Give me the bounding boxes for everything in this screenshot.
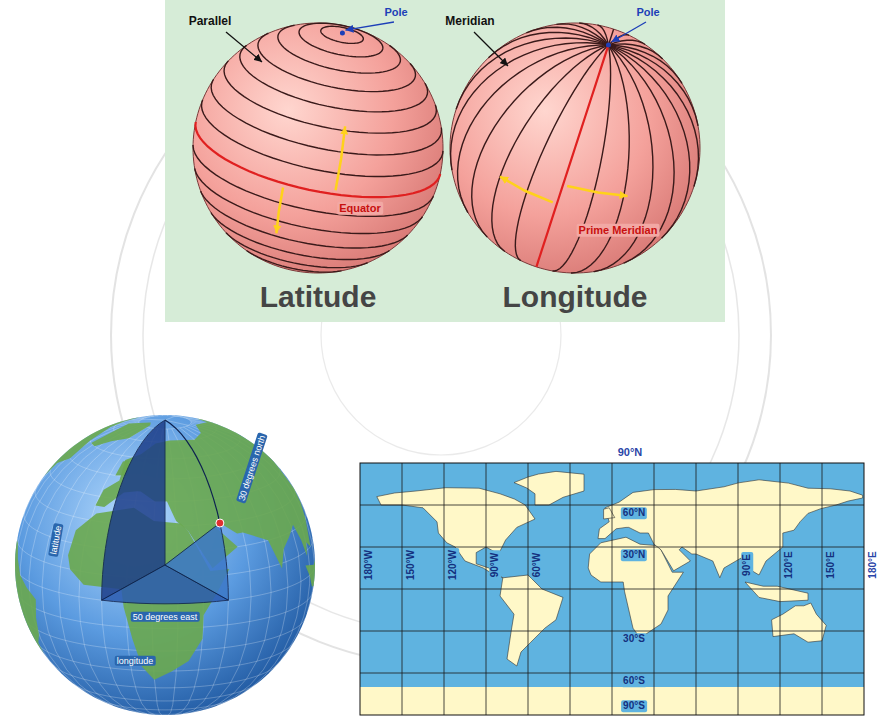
- meridian-line: [165, 420, 220, 523]
- meridian-line: [458, 45, 609, 213]
- longitude-tick: 180°W: [363, 548, 375, 582]
- longitude-tick: 90°W: [489, 551, 501, 580]
- longitude-tick: 60°W: [531, 551, 543, 580]
- earth-globe: [15, 415, 315, 715]
- meridian-line: [608, 45, 698, 126]
- leader-line: [226, 32, 262, 62]
- longitude-tick: 150°E: [825, 549, 837, 580]
- latitude-globe: [193, 23, 443, 273]
- equator-line: [195, 122, 440, 197]
- meridian-line: [608, 44, 662, 59]
- land-mass: [514, 471, 584, 505]
- meridian-line: [608, 45, 689, 238]
- yellow-arrow: [276, 187, 283, 233]
- leader-line: [474, 32, 508, 66]
- longitude-tick: 120°W: [447, 548, 459, 582]
- latitude-wedge: [165, 523, 228, 600]
- latitude-tick: 60°S: [621, 675, 647, 687]
- globe-sphere: [15, 415, 315, 715]
- grid-line: [360, 505, 864, 506]
- line-label: Parallel: [189, 15, 232, 29]
- land-mass: [598, 480, 863, 578]
- grid-line: [360, 589, 864, 590]
- pole-dot: [606, 43, 611, 48]
- graticule: [15, 415, 315, 715]
- globe-title: Longitude: [503, 280, 648, 315]
- longitude-tick: 90°E: [741, 552, 753, 578]
- leader-line: [611, 22, 646, 42]
- line-label: Meridian: [445, 15, 494, 29]
- parallel-line: [299, 23, 383, 57]
- ocean: [360, 463, 864, 715]
- meridian-line: [608, 45, 698, 187]
- parallel-line: [193, 145, 433, 216]
- meridian-line: [608, 35, 629, 45]
- grid-line: [360, 547, 864, 548]
- latitude-tick: 90°S: [621, 700, 647, 712]
- pole-label: Pole: [636, 6, 659, 19]
- meridian-line: [553, 45, 611, 271]
- land-mass: [745, 582, 808, 602]
- axis-label: longitude: [115, 656, 156, 666]
- meridian-line: [608, 45, 682, 83]
- latitude-tick: 30°N: [621, 549, 647, 561]
- grid-line: [360, 673, 864, 674]
- yellow-arrow: [500, 177, 553, 203]
- pole-dot: [340, 31, 345, 36]
- latitude-tick: 90°N: [618, 446, 643, 459]
- meridian-line: [571, 45, 629, 273]
- meridian-line: [451, 43, 609, 170]
- meridian-label: Prime Meridian: [577, 224, 660, 237]
- angle-label: 30 degrees north: [236, 432, 268, 504]
- parallel-line: [224, 61, 436, 133]
- latitude-tick: 60°N: [621, 507, 647, 519]
- pole-label: Pole: [384, 6, 407, 19]
- angle-label: 50 degrees east: [131, 612, 200, 622]
- yellow-arrow: [567, 186, 627, 196]
- world-map: [360, 463, 864, 715]
- land-mass: [305, 560, 315, 587]
- longitude-globe: [450, 23, 700, 273]
- globe-title: Latitude: [260, 280, 377, 315]
- parallel-line: [211, 213, 389, 260]
- land-mass: [15, 540, 44, 653]
- parallel-line: [201, 191, 408, 248]
- meridian-line: [492, 45, 609, 251]
- longitude-tick: 150°W: [405, 548, 417, 582]
- leader-line: [345, 22, 394, 30]
- land-mass: [604, 508, 615, 519]
- longitude-tick: 180°E: [867, 551, 879, 578]
- globe-sphere: [450, 23, 700, 273]
- top-panel: [165, 0, 725, 322]
- parallel-line: [195, 168, 423, 233]
- parallel-line: [321, 26, 364, 43]
- axis-label: latitude: [48, 523, 64, 557]
- latitude-tick: 30°S: [621, 633, 647, 645]
- equator-label: Equator: [337, 202, 383, 215]
- parallel-line: [211, 79, 441, 155]
- map-border: [360, 463, 864, 715]
- location-dot: [216, 519, 224, 527]
- meridian-line: [594, 45, 653, 272]
- parallel-line: [258, 33, 416, 91]
- longitude-tick: 120°E: [783, 549, 795, 580]
- yellow-arrow: [336, 126, 346, 190]
- grid-line: [360, 631, 864, 632]
- globe-sphere: [193, 23, 443, 273]
